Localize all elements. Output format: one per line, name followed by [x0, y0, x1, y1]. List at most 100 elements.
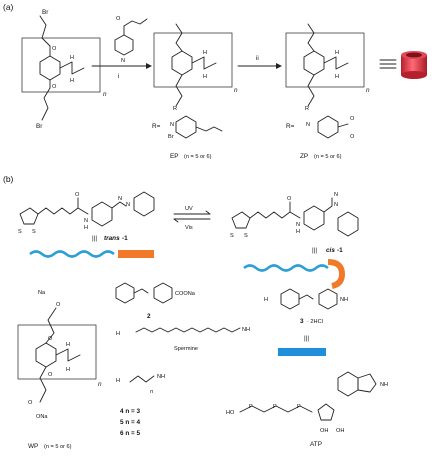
- atp-p2: P: [273, 404, 277, 410]
- series-4: 4 n = 3: [120, 408, 141, 415]
- trans-wave-cartoon: [29, 250, 115, 258]
- methylene-h-top: H: [70, 55, 74, 61]
- ether-o-top: O: [52, 46, 57, 52]
- wp-h-top: H: [66, 342, 70, 348]
- ep-n-repeat: n: [234, 87, 238, 94]
- ep-n-plus: N: [170, 122, 174, 128]
- compound-3-bar-cartoon: [278, 348, 326, 356]
- zp-h-bottom: H: [335, 74, 339, 80]
- cis-amide-o: O: [287, 196, 292, 202]
- trans-label-prefix: trans: [104, 235, 120, 242]
- wp-ona-bottom: ONa: [36, 414, 48, 420]
- trans-azo-n1: N: [118, 196, 122, 202]
- atp-p3: P: [297, 404, 301, 410]
- atp-label: ATP: [310, 441, 322, 448]
- spermine-chain: [135, 327, 241, 333]
- trans-s-2: S: [32, 229, 36, 235]
- ep-r-equals: R=: [152, 123, 161, 130]
- zp-n-plus: N: [306, 122, 310, 128]
- cis-equiv: |||: [312, 247, 317, 254]
- compound-3-nh2: NH: [340, 297, 348, 303]
- methylene-h-bottom: H: [70, 78, 74, 84]
- diamine-nh2: NH: [157, 374, 165, 380]
- compound-3-label: 3: [300, 318, 304, 325]
- compound-2-structure: [115, 282, 173, 304]
- compound-3-equiv: |||: [304, 335, 309, 342]
- cis-azo-n1: N: [334, 202, 338, 208]
- zp-r-equals: R=: [286, 123, 295, 130]
- repeat-n-start: n: [103, 91, 107, 98]
- diamine-h2n: H: [116, 378, 120, 384]
- step-i-label: i: [118, 73, 119, 80]
- cis-wave-cartoon: [243, 264, 329, 272]
- atp-nh2: NH: [380, 382, 388, 388]
- bromo-top-label: Br: [42, 9, 49, 16]
- cis-azobenzene-structure: [231, 197, 359, 237]
- wp-o-ether-bottom: O: [48, 372, 53, 378]
- ep-br-minus: Br: [168, 134, 174, 140]
- host-cylinder-icon: [401, 51, 427, 79]
- cis-amide-h: H: [296, 229, 300, 235]
- trans-label-number: -1: [122, 235, 128, 242]
- ester-o-carbonyl: O: [116, 16, 121, 22]
- vis-arrowhead: [173, 218, 179, 223]
- cis-bar-cartoon: [327, 259, 346, 289]
- spermine-h2n: H: [116, 331, 120, 337]
- compound-3-structure: [280, 288, 338, 310]
- zp-o-carbonyl: O: [350, 116, 355, 122]
- uv-arrowhead: [205, 210, 211, 215]
- compound-2-cooona: COONa: [175, 291, 196, 297]
- atp-structure: [239, 371, 377, 421]
- wp-o-top: O: [56, 302, 61, 308]
- series-6: 6 n = 5: [120, 430, 141, 437]
- trans-equiv: |||: [92, 235, 97, 242]
- spermine-nh2: NH: [242, 327, 250, 333]
- ep-h-top: H: [203, 50, 207, 56]
- trans-azobenzene-structure: [19, 191, 155, 227]
- zp-product-name: ZP: [300, 153, 308, 160]
- atp-p1: P: [249, 404, 253, 410]
- ep-pillararene-structure: [153, 23, 233, 139]
- atp-oh-right: OH: [336, 428, 344, 434]
- cis-s-1: S: [230, 233, 234, 239]
- ep-h-bottom: H: [203, 74, 207, 80]
- ether-o-bottom: O: [52, 84, 57, 90]
- compound-3-h2n: H: [264, 297, 268, 303]
- compound-2-label: 2: [147, 313, 151, 320]
- wp-na-top: Na: [38, 290, 46, 296]
- zp-r-label: R: [305, 106, 309, 112]
- series-5: 5 n = 4: [120, 419, 141, 426]
- atp-oh-left: OH: [320, 428, 328, 434]
- trans-amide-h: H: [84, 225, 88, 231]
- ep-r-label: R: [173, 106, 177, 112]
- bromo-bottom-label: Br: [36, 123, 43, 130]
- step-ii-label: ii: [256, 55, 259, 62]
- reaction-arrowhead-ii: [276, 63, 282, 69]
- panel-b-label: (b): [3, 174, 14, 184]
- diamine-n: n: [150, 389, 153, 395]
- ep-product-name: EP: [170, 153, 179, 160]
- reaction-arrowhead-i: [146, 63, 152, 69]
- atp-ho: HO: [226, 410, 235, 416]
- wp-name: WP: [28, 443, 38, 450]
- diamine-chain: [129, 375, 155, 383]
- wp-pillararene-structure: [17, 307, 97, 403]
- cis-azo-n2: N: [334, 192, 338, 198]
- wp-n-repeat: n: [98, 381, 102, 388]
- zp-h-top: H: [335, 50, 339, 56]
- spermine-label: Spermine: [174, 346, 198, 352]
- ethyl-isonicotinate-structure: [114, 18, 148, 56]
- vis-label: Vis: [185, 225, 193, 231]
- wp-subtitle: (n = 5 or 6): [44, 444, 72, 450]
- cis-label-prefix: cis: [326, 247, 335, 254]
- wp-h-bottom: H: [66, 367, 70, 373]
- trans-azo-n2: N: [126, 202, 130, 208]
- trans-amide-n: N: [84, 218, 88, 224]
- trans-s-1: S: [18, 229, 22, 235]
- compound-3-salt: · 2HCl: [307, 319, 323, 325]
- ep-product-subtitle: (n = 5 or 6): [184, 154, 212, 160]
- cis-s-2: S: [244, 233, 248, 239]
- cis-label-number: -1: [337, 247, 343, 254]
- trans-amide-o: O: [75, 192, 80, 198]
